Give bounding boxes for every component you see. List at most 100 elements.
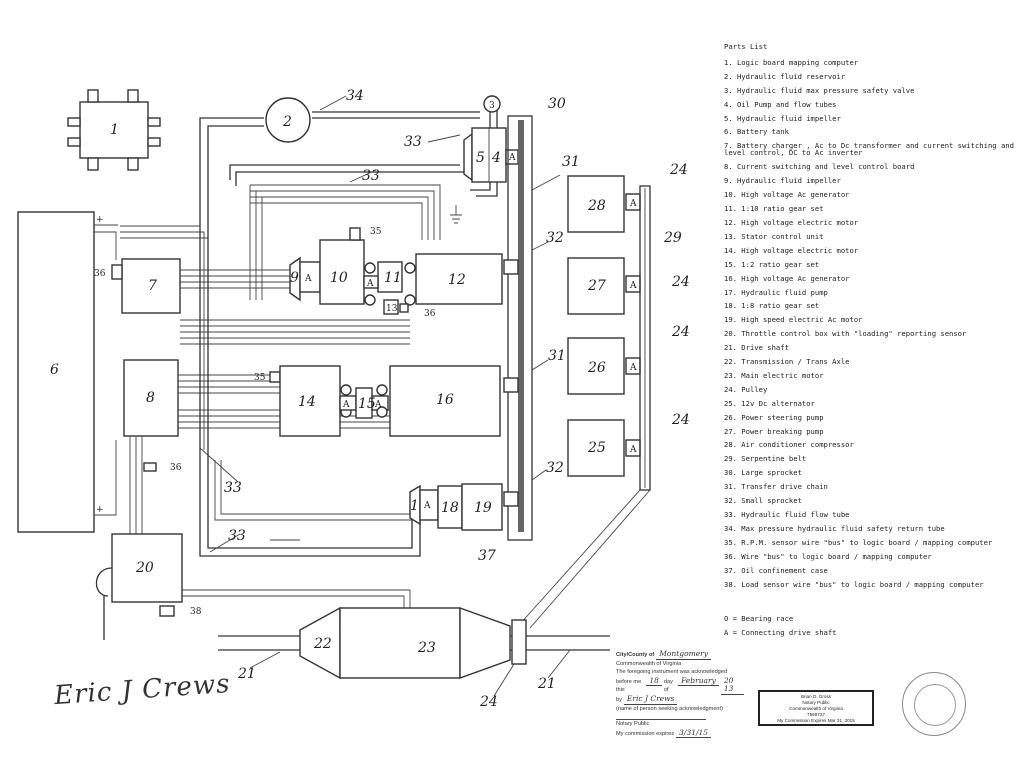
part-6-battery-tank <box>17 211 95 533</box>
label-32-a: 32 <box>546 230 564 246</box>
label-30: 30 <box>548 96 566 112</box>
label-10: 10 <box>330 270 348 286</box>
parts-list-item: 23. Main electric motor <box>724 370 824 380</box>
parts-list-item: 29. Serpentine belt <box>724 454 807 464</box>
label-2: 2 <box>282 114 292 130</box>
parts-list-item: 6. Battery tank <box>724 127 789 137</box>
part-37-oil-case <box>507 115 533 541</box>
label-24-b: 24 <box>671 274 690 290</box>
label-23: 23 <box>417 640 436 656</box>
label-26: 26 <box>587 360 606 376</box>
label-6: 6 <box>50 362 59 378</box>
notary-day: 18 <box>646 676 662 687</box>
label-25: 25 <box>587 440 606 456</box>
shaft-a-5: A <box>374 400 382 410</box>
parts-list-item: 24. Pulley <box>724 384 768 394</box>
label-33-b: 33 <box>362 168 380 184</box>
parts-list-item: 14. High voltage electric motor <box>724 245 859 255</box>
parts-list-item: 9. Hydraulic fluid impeller <box>724 176 841 186</box>
label-33-a: 33 <box>404 134 422 150</box>
label-18: 18 <box>441 500 459 516</box>
notary-name-caption: (name of person seeking acknowledgment) <box>616 705 723 712</box>
label-34: 34 <box>346 88 364 104</box>
parts-list-item: 26. Power steering pump <box>724 412 824 422</box>
notary-county-label: City/County of <box>616 652 655 658</box>
label-35-b: 35 <box>254 373 266 383</box>
legend: O = Bearing race A = Connecting drive sh… <box>724 612 837 640</box>
label-35-a: 35 <box>370 227 382 237</box>
parts-list-item: 10. High voltage Ac generator <box>724 190 850 200</box>
parts-list-item: 35. R.P.M. sensor wire "bus" to logic bo… <box>724 537 993 547</box>
label-7: 7 <box>148 278 157 294</box>
parts-list-item: 2. Hydraulic fluid reservoir <box>724 71 846 81</box>
part-15-gear-set <box>339 384 389 419</box>
part-7-battery-charger <box>121 258 181 314</box>
label-36-c: 36 <box>170 463 182 473</box>
parts-list-item: 22. Transmission / Trans Axle <box>724 357 850 367</box>
part-13-stator <box>383 299 399 315</box>
parts-list-item: 32. Small sprocket <box>724 496 802 506</box>
notary-stamp: Brian D. Gross Notary Public Commonwealt… <box>758 690 874 726</box>
svg-text:A: A <box>629 281 637 291</box>
part-26-steering-pump <box>567 337 625 395</box>
label-31-a: 31 <box>562 154 580 170</box>
part-28-compressor <box>567 175 625 233</box>
notary-year: 20 13 <box>720 676 744 695</box>
label-33-c: 33 <box>224 480 242 496</box>
parts-list-item: 17. Hydraulic fluid pump <box>724 287 828 297</box>
hydraulic-tubes <box>199 108 498 557</box>
parts-list-item: 11. 1:10 ratio gear set <box>724 204 824 214</box>
parts-list-item: 28. Air conditioner compressor <box>724 440 854 450</box>
shaft-a-3: A <box>366 279 374 289</box>
label-24-e: 24 <box>479 694 498 710</box>
label-14: 14 <box>298 394 316 410</box>
parts-list-item: 5. Hydraulic fluid impeller <box>724 113 841 123</box>
label-9: 9 <box>290 270 299 286</box>
label-20: 20 <box>135 560 154 576</box>
part-29-serpentine-belt <box>639 185 651 491</box>
legend-bearing: O = Bearing race <box>724 614 794 623</box>
part-8-switching-board <box>123 359 179 437</box>
shaft-a-6: A <box>423 501 431 511</box>
label-22: 22 <box>313 636 332 652</box>
part-12-motor <box>415 253 503 305</box>
parts-list-item: 36. Wire "bus" to logic board / mapping … <box>724 551 932 561</box>
parts-list-item: 16. High voltage Ac generator <box>724 273 850 283</box>
notary-signature-line <box>616 713 706 721</box>
part-19-motor <box>461 483 503 531</box>
parts-list-item: 4. Oil Pump and flow tubes <box>724 99 837 109</box>
part-17-pump <box>409 484 421 526</box>
parts-list-item: 21. Drive shaft <box>724 343 789 353</box>
notary-signer: Eric J Crews <box>623 694 678 705</box>
parts-list-title: Parts List <box>724 42 768 51</box>
parts-list-item: 34. Max pressure hydraulic fluid safety … <box>724 523 945 533</box>
part-3-safety-valve <box>483 95 501 113</box>
label-24-d: 24 <box>671 412 690 428</box>
parts-list-item: 12. High voltage electric motor <box>724 217 859 227</box>
parts-list-item: 18. 1:8 ratio gear set <box>724 301 820 311</box>
part-9-impeller <box>289 256 301 302</box>
label-31-b: 31 <box>548 348 566 364</box>
notary-state: Commonwealth of Virginia <box>616 660 682 667</box>
parts-list-item: 3. Hydraulic fluid max pressure safety v… <box>724 85 915 95</box>
label-15: 15 <box>358 396 376 412</box>
notary-public-caption: Notary Public <box>616 721 650 728</box>
battery-minus-label: + <box>96 505 104 515</box>
parts-list-item: 20. Throttle control box with "loading" … <box>724 329 967 339</box>
parts-list-item: 1. Logic board mapping computer <box>724 57 859 67</box>
part-2-reservoir <box>265 97 311 143</box>
parts-list-item: 8. Current switching and level control b… <box>724 162 915 172</box>
battery-wires <box>94 224 118 516</box>
label-37: 37 <box>478 548 496 564</box>
part-14-motor <box>279 365 341 437</box>
label-13: 13 <box>386 304 398 314</box>
label-36-b: 36 <box>424 309 436 319</box>
pulley-24-main <box>511 619 527 665</box>
part-1-logic-board: 1 <box>67 89 161 171</box>
label-24-c: 24 <box>671 324 690 340</box>
part-16-generator <box>389 365 501 437</box>
part-10-generator <box>319 239 365 305</box>
parts-list-item: 37. Oil confinement case <box>724 565 828 575</box>
battery-plus-label: + <box>96 215 104 225</box>
